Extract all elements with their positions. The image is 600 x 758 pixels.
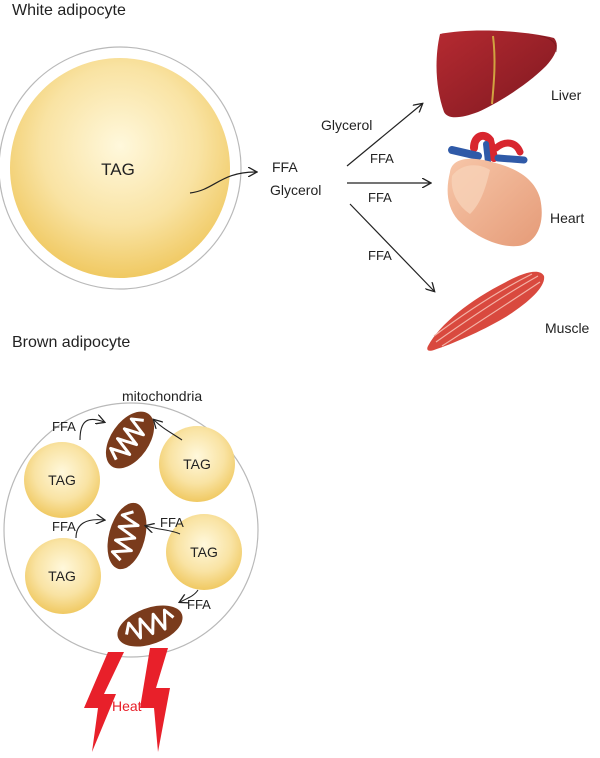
brown-tag-droplet <box>24 442 100 518</box>
ffa-label: FFA <box>52 419 76 434</box>
mitochondria-label: mitochondria <box>122 388 202 404</box>
brown-tag-droplet <box>159 426 235 502</box>
muscle-ffa-label: FFA <box>368 248 392 263</box>
released-ffa-label: FFA <box>272 159 298 175</box>
ffa-arrow <box>180 589 199 602</box>
ffa-label: FFA <box>160 515 184 530</box>
ffa-arrow <box>154 420 183 441</box>
ffa-arrow <box>146 526 181 535</box>
release-arrow <box>189 172 256 194</box>
heat-bolt-icon <box>84 648 170 752</box>
brown-tag-droplet <box>25 538 101 614</box>
arrow-to-muscle <box>349 203 434 291</box>
tag-label: TAG <box>48 568 76 584</box>
tag-label: TAG <box>183 456 211 472</box>
mitochondrion-icon <box>107 502 147 570</box>
tag-label: TAG <box>48 472 76 488</box>
mitochondrion-icon <box>105 411 155 469</box>
heart-ffa-label: FFA <box>368 190 392 205</box>
brown-adipocyte-title: Brown adipocyte <box>12 334 130 351</box>
liver-ffa-label: FFA <box>370 151 394 166</box>
white-tag-label: TAG <box>101 160 135 179</box>
muscle-label: Muscle <box>545 320 590 336</box>
released-glycerol-label: Glycerol <box>270 182 321 198</box>
tag-label: TAG <box>190 544 218 560</box>
heart-label: Heart <box>550 210 584 226</box>
brown-tag-droplet <box>166 514 242 590</box>
arrow-to-liver <box>346 104 422 167</box>
brown-fat-droplets <box>24 426 242 614</box>
ffa-label: FFA <box>187 597 211 612</box>
heart-icon <box>447 131 542 247</box>
white-fat-droplet <box>10 58 230 278</box>
heat-label: Heat <box>112 698 142 714</box>
ffa-label: FFA <box>52 519 76 534</box>
white-adipocyte-cell <box>0 46 242 290</box>
ffa-arrow <box>75 520 104 539</box>
liver-icon <box>436 30 557 118</box>
liver-glycerol-label: Glycerol <box>321 117 372 133</box>
ffa-arrow <box>79 419 104 441</box>
liver-label: Liver <box>551 87 582 103</box>
mitochondrion-icon <box>117 605 183 647</box>
muscle-icon <box>427 271 545 351</box>
white-adipocyte-title: White adipocyte <box>12 2 126 19</box>
